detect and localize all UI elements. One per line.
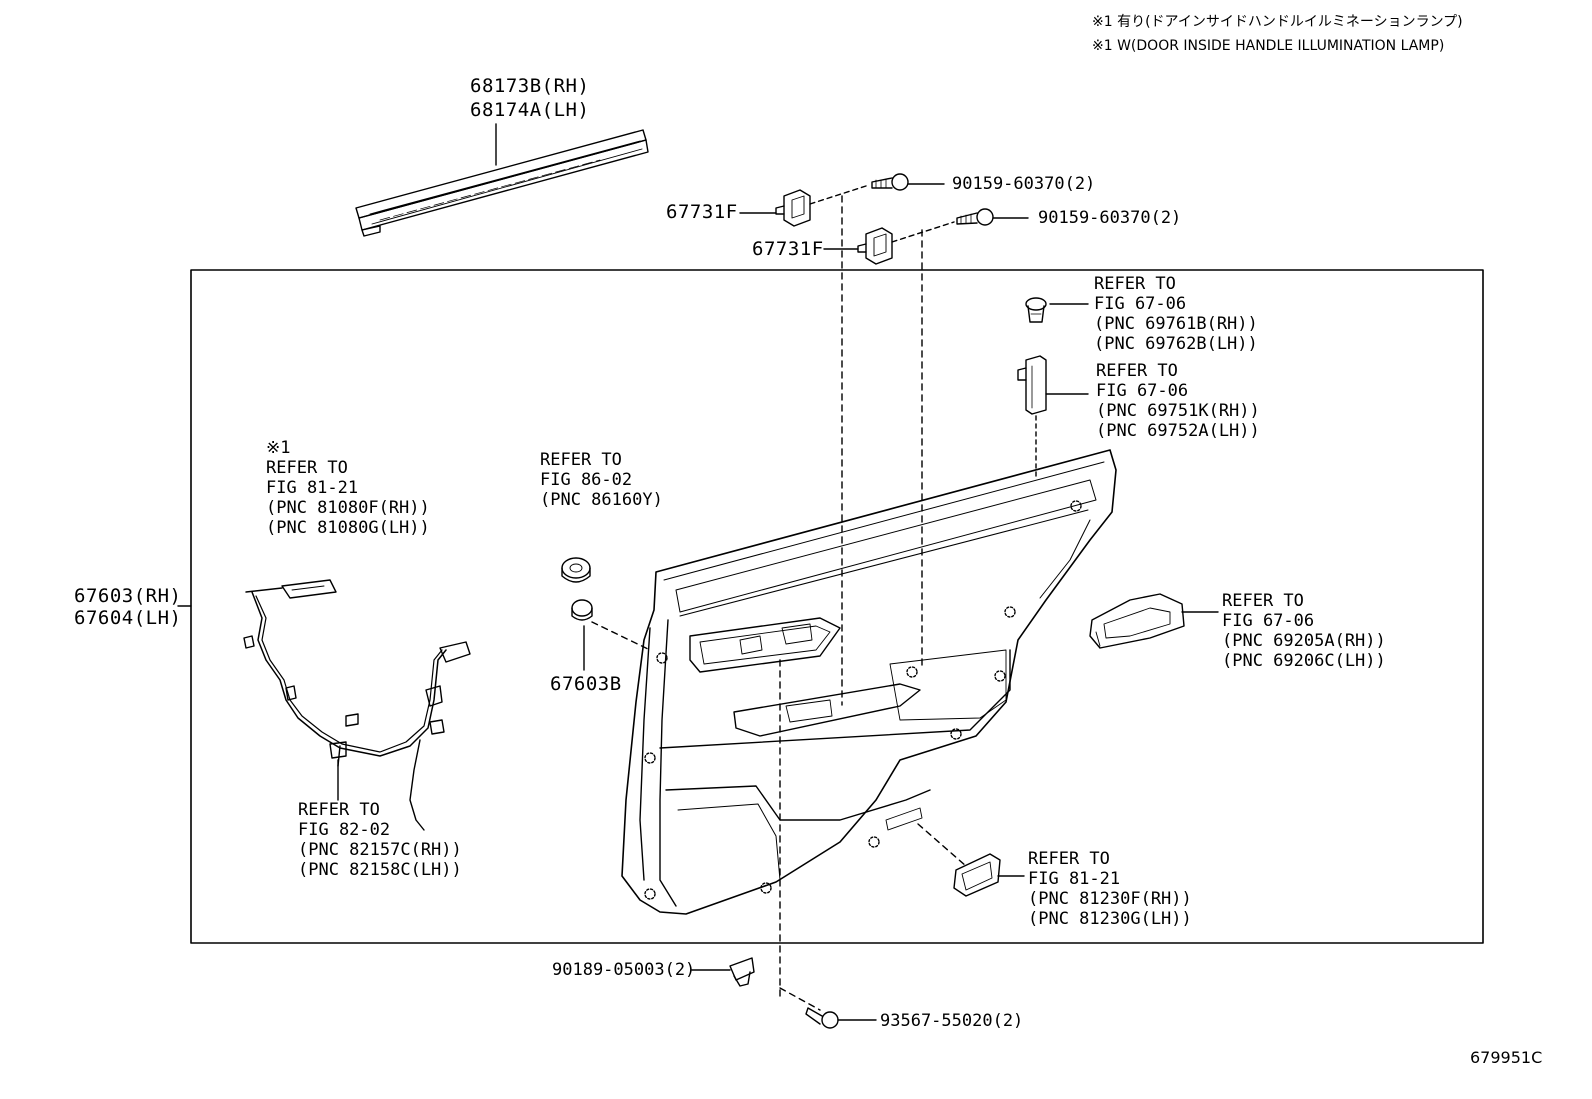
part-90189-label[interactable]: 90189-05003(2) (552, 960, 696, 980)
ref-line: REFER TO (1094, 274, 1176, 294)
ref-line: FIG 81-21 (266, 478, 359, 498)
note-line-2: ※1 W(DOOR INSIDE HANDLE ILLUMINATION LAM… (1092, 38, 1445, 54)
part-67604-label[interactable]: 67604(LH) (74, 607, 182, 629)
ref-line: REFER TO (1096, 361, 1178, 381)
ref-line: FIG 86-02 (540, 470, 633, 490)
ref-line: (PNC 69762B(LH)) (1094, 334, 1258, 354)
part-67603-label[interactable]: 67603(RH) (74, 585, 182, 607)
part-68174a-label[interactable]: 68174A(LH) (470, 99, 590, 121)
ref-line: (PNC 69752A(LH)) (1096, 421, 1260, 441)
ref-line: REFER TO (1222, 591, 1304, 611)
part-90159-label[interactable]: 90159-60370(2) (952, 174, 1096, 194)
ref-line: FIG 82-02 (298, 820, 391, 840)
ref-line: (PNC 86160Y) (540, 490, 663, 510)
screw-icon (956, 208, 994, 226)
weatherstrip-icon (355, 129, 649, 237)
ref-line: REFER TO (266, 458, 348, 478)
inside-handle-icon (1089, 593, 1185, 649)
reference-block[interactable]: REFER TO FIG 67-06 (PNC 69761B(RH)) (PNC… (1094, 274, 1258, 354)
ref-line: REFER TO (540, 450, 622, 470)
ref-line: (PNC 69751K(RH)) (1096, 401, 1260, 421)
ref-line: FIG 67-06 (1096, 381, 1189, 401)
cover-clip-icon (1025, 297, 1047, 323)
pad-icon (571, 599, 593, 621)
ref-line: (PNC 69205A(RH)) (1222, 631, 1386, 651)
figure-id: 679951C (1470, 1048, 1543, 1067)
ref-line: (PNC 81080F(RH)) (266, 498, 430, 518)
reference-block[interactable]: REFER TO FIG 67-06 (PNC 69205A(RH)) (PNC… (1222, 591, 1386, 671)
reference-block[interactable]: REFER TO FIG 86-02 (PNC 86160Y) (540, 450, 663, 510)
lamp-switch-icon (953, 853, 1001, 897)
reference-block[interactable]: ※1 REFER TO FIG 81-21 (PNC 81080F(RH)) (… (266, 438, 430, 538)
ref-line: REFER TO (1028, 849, 1110, 869)
door-trim-panel-icon (621, 449, 1117, 915)
ref-line: (PNC 69761B(RH)) (1094, 314, 1258, 334)
reference-block[interactable]: REFER TO FIG 82-02 (PNC 82157C(RH)) (PNC… (298, 800, 462, 880)
ref-line: (PNC 81080G(LH)) (266, 518, 430, 538)
reference-block[interactable]: REFER TO FIG 81-21 (PNC 81230F(RH)) (PNC… (1028, 849, 1192, 929)
wire-harness-icon (243, 579, 471, 831)
note-line-1: ※1 有り(ドアインサイドハンドルイルミネーションランプ) (1092, 14, 1463, 30)
part-67731f-label[interactable]: 67731F (666, 201, 738, 223)
ref-line: (PNC 81230F(RH)) (1028, 889, 1192, 909)
ref-line: REFER TO (298, 800, 380, 820)
clip-icon (857, 227, 893, 265)
ref-line: FIG 81-21 (1028, 869, 1121, 889)
part-67731f-label[interactable]: 67731F (752, 238, 824, 260)
grommet-icon (561, 557, 591, 583)
ref-line: FIG 67-06 (1222, 611, 1315, 631)
ref-line: (PNC 81230G(LH)) (1028, 909, 1192, 929)
ref-line: (PNC 82158C(LH)) (298, 860, 462, 880)
part-90159-label[interactable]: 90159-60370(2) (1038, 208, 1182, 228)
screw-icon (871, 173, 909, 191)
switch-base-icon (1017, 355, 1047, 415)
screw-93567-icon (805, 1007, 839, 1029)
part-67603b-label[interactable]: 67603B (550, 673, 622, 695)
ref-line: (PNC 69206C(LH)) (1222, 651, 1386, 671)
clip-90189-icon (729, 957, 755, 987)
part-68173b-label[interactable]: 68173B(RH) (470, 75, 590, 97)
ref-line: (PNC 82157C(RH)) (298, 840, 462, 860)
reference-block[interactable]: REFER TO FIG 67-06 (PNC 69751K(RH)) (PNC… (1096, 361, 1260, 441)
ref-line: FIG 67-06 (1094, 294, 1187, 314)
clip-icon (775, 189, 811, 227)
part-93567-label[interactable]: 93567-55020(2) (880, 1011, 1024, 1031)
ref-line: ※1 (266, 438, 291, 458)
